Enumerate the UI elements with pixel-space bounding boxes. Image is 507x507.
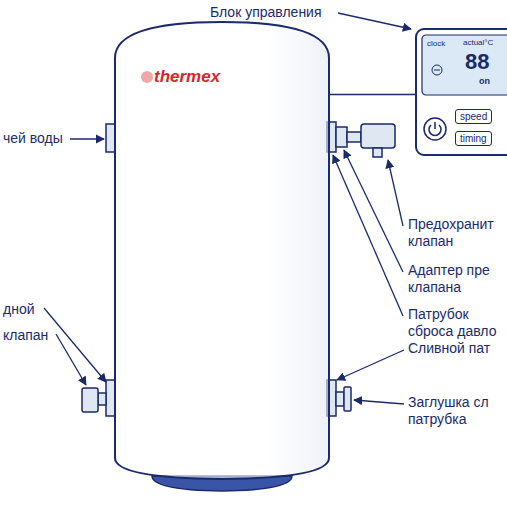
part-label: Предохранит клапан [408,216,504,250]
control-wire [329,94,415,96]
part-label: чей воды [3,130,63,147]
drain-plug [336,392,344,406]
part-label: Сливной пат [408,340,490,357]
leader-arrow [337,350,404,380]
valve-neck [98,393,106,405]
display-status: on [479,77,490,87]
minus-icon [434,70,440,71]
tank-body [115,22,329,479]
safety-valve [361,124,395,148]
valve-neck [347,132,361,142]
display-label: actual°C [463,39,493,48]
leader-arrow [344,150,403,272]
display-label: clock [427,40,445,49]
panel-display [422,35,507,95]
leader-arrow [388,160,403,226]
valve-outlet [373,148,382,157]
part-label: Патрубок сброса давло [408,306,504,340]
valve-adapter [336,127,347,147]
part-label: Адаптер пре клапана [408,262,504,296]
power-button [424,118,446,140]
display-digits: 88 [465,50,489,74]
control-unit: clock actual°C 88 on speed timing [415,28,507,156]
part-label: Блок управления [210,4,322,21]
leader-arrow [56,334,86,385]
water-heater-tank: thermex [112,18,332,492]
drain-plug-cap [344,387,351,411]
part-label: дной клапан [3,296,55,348]
leader-arrow [44,308,106,382]
check-valve [82,388,98,412]
inlet-fitting [106,380,115,416]
leader-arrow [354,400,404,404]
tank-outline [112,18,332,492]
brand-logo: thermex [154,68,220,87]
leader-arrow [70,138,104,139]
power-icon [429,122,441,135]
part-label: Заглушка сл патрубка [408,394,500,428]
button-label: timing [455,131,492,146]
leader-arrow [333,155,403,316]
leader-arrow [338,13,411,29]
panel-body [416,29,507,155]
minus-icon [432,65,442,75]
outlet-fitting [106,124,115,152]
button-label: speed [455,109,492,124]
